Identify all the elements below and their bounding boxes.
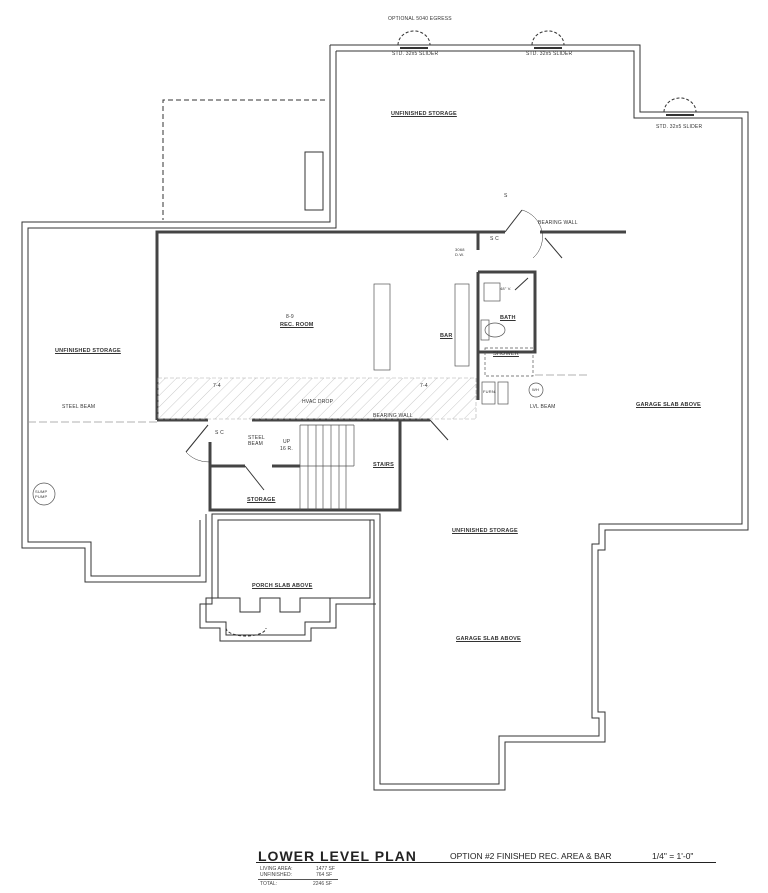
rec-room-dim: 8-9 [286, 314, 294, 320]
room-porch: PORCH SLAB ABOVE [252, 583, 313, 589]
room-unfinished-storage-bottom: UNFINISHED STORAGE [452, 528, 518, 534]
room-garage-bottom: GARAGE SLAB ABOVE [456, 636, 521, 642]
room-unfinished-storage-top: UNFINISHED STORAGE [391, 111, 457, 117]
risers-label: 16 R. [280, 446, 293, 452]
dashed-outline [162, 99, 325, 220]
window-box [304, 151, 324, 211]
plan-title: LOWER LEVEL PLAN [258, 848, 417, 864]
lvl-beam-label: LVL BEAM [530, 404, 556, 410]
plan-subtitle: OPTION #2 FINISHED REC. AREA & BAR [450, 851, 612, 861]
area-label-living: LIVING AREA: [260, 866, 293, 872]
hvac-drop-area [157, 377, 477, 420]
door-note-dw: 3068 D.W. [455, 247, 465, 257]
room-shower: SHOWER [493, 351, 519, 357]
vanity-note: 48" V. [500, 286, 512, 291]
exterior-walls [21, 44, 749, 791]
room-stairs: STAIRS [373, 462, 394, 468]
bearing-wall-top: BEARING WALL [538, 220, 578, 226]
egress-note: OPTIONAL 5040 EGRESS [388, 16, 452, 22]
sump-pump-label: SUMP PUMP [35, 489, 48, 499]
room-bath: BATH [500, 315, 516, 321]
room-bar: BAR [440, 333, 453, 339]
area-value-unfinished: 764 SF [316, 872, 333, 878]
area-value-living: 1477 SF [316, 866, 335, 872]
hvac-drop-label: HVAC DROP [302, 399, 334, 405]
water-heater-label: WH [532, 387, 540, 392]
slider-note-3: STD. 32x5 SLIDER [656, 124, 703, 130]
doors [185, 209, 563, 491]
area-rule [258, 879, 338, 880]
steel-beam-label: STEEL BEAM [248, 435, 265, 447]
slider-note-2: STD. 32x5 SLIDER [526, 51, 573, 57]
plan-scale: 1/4" = 1'-0" [652, 851, 694, 861]
left-storage-wall [21, 45, 331, 583]
steel-beam-left: STEEL BEAM [62, 404, 96, 410]
sump-pump [32, 482, 56, 506]
room-storage: STORAGE [247, 497, 276, 503]
furnace-label: FURN. [483, 389, 497, 394]
ceiling-height-left: 7-4 [213, 383, 221, 389]
outer-wall-line [205, 44, 749, 791]
room-garage-right: GARAGE SLAB ABOVE [636, 402, 701, 408]
s-note: S [504, 193, 508, 199]
slider-note-1: STD. 32x5 SLIDER [392, 51, 439, 57]
room-rec-room: REC. ROOM [280, 322, 314, 328]
area-label-unfinished: UNFINISHED: [260, 872, 292, 878]
fixtures [28, 282, 590, 506]
porch-inner [217, 520, 370, 613]
title-rule [256, 862, 716, 863]
interior-walls [155, 230, 626, 512]
area-label-total: TOTAL: [260, 881, 278, 887]
bearing-wall-bottom: BEARING WALL [373, 413, 413, 419]
up-label: UP [283, 439, 291, 445]
windows [225, 30, 697, 637]
room-unfinished-storage-left: UNFINISHED STORAGE [55, 348, 121, 354]
stair-treads [299, 424, 355, 510]
sc-note-2: S C [215, 430, 224, 436]
ceiling-height-right: 7-4 [420, 383, 428, 389]
sc-note-1: S C [490, 236, 499, 242]
area-value-total: 2246 SF [313, 881, 332, 887]
